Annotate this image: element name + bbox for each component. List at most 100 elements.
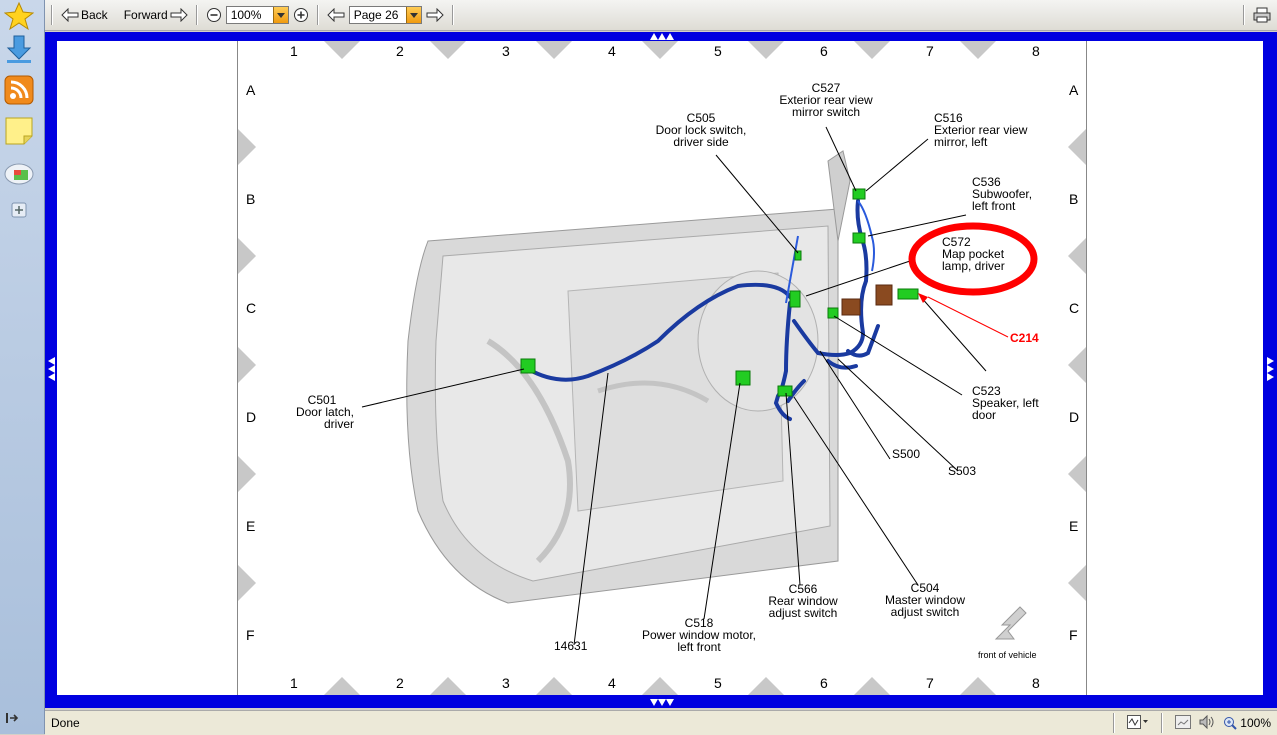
callout-c523: C523 Speaker, left door [972,385,1039,421]
callout-id: C505 [686,111,716,125]
callout-14631: 14631 [554,639,588,653]
callout-id: C527 [811,81,841,95]
zoom-out-button[interactable] [202,7,226,23]
callout-desc: mirror switch [792,105,860,119]
scroll-up-icon[interactable] [650,33,674,40]
scroll-right-icon[interactable] [1267,357,1274,381]
toolbar: Back Forward 100% Page 26 [45,0,1277,31]
toolbar-separator [195,5,198,25]
status-bar: Done 100% [45,710,1277,735]
download-icon[interactable] [3,33,35,65]
zoom-select[interactable]: 100% [225,6,289,24]
callout-id: C536 [972,175,1001,189]
wiring-diagram-sheet: 1 2 3 4 5 6 7 8 1 2 3 4 5 6 7 8 A B C D … [237,41,1087,695]
callout-desc: adjust switch [768,606,838,620]
grid-col-label: 3 [502,43,510,59]
sidebar [0,0,45,734]
grid-col-label: 2 [396,43,404,59]
chevron-down-icon[interactable] [405,7,421,23]
grid-col-label: 5 [714,43,722,59]
magnifier-icon [1224,717,1238,730]
grid-row-label: C [1069,300,1080,316]
forward-button[interactable]: Forward [120,8,192,22]
callout-desc: door [972,408,997,422]
callout-id: C518 [684,616,714,630]
callout-id: C566 [788,582,818,596]
callout-c501: C501 Door latch, driver [290,394,354,430]
print-button[interactable] [1249,7,1277,23]
callout-desc: Power window motor, [641,628,757,642]
grid-row-label: C [246,300,257,316]
callout-c516: C516 Exterior rear view mirror, left [934,112,1027,148]
grid-col-label: 1 [290,43,298,59]
zoom-in-icon [293,8,308,22]
callout-c518: C518 Power window motor, left front [634,617,764,653]
zoom-status-value: 100% [1240,716,1271,730]
grid-col-label: 8 [1032,675,1040,691]
callout-desc: Speaker, left [972,396,1039,410]
callout-desc: Door latch, [295,405,354,419]
toolbar-separator [451,5,454,25]
callout-desc: Master window [884,593,966,607]
grid-row-label: A [1069,82,1079,98]
callout-c527: C527 Exterior rear view mirror switch [766,82,886,118]
cloud-gallery-icon[interactable] [3,157,35,189]
printer-icon [1253,7,1271,23]
grid-col-label: 8 [1032,43,1040,59]
zoom-status[interactable]: 100% [1223,716,1271,730]
favorites-star-icon[interactable] [3,0,35,32]
callout-desc: Subwoofer, [972,187,1033,201]
grid-row-label: E [246,518,256,534]
activity-monitor-icon[interactable] [1127,714,1149,732]
grid-col-label: 3 [502,675,510,691]
status-separator [1113,713,1116,733]
zoom-in-button[interactable] [289,7,313,23]
grid-col-label: 7 [926,43,934,59]
callout-desc: Door lock switch, [655,123,747,137]
grid-col-label: 6 [820,675,828,691]
grid-row-label: B [1069,191,1079,207]
scroll-down-icon[interactable] [650,699,674,706]
grid-col-label: 2 [396,675,404,691]
back-button[interactable]: Back [57,8,112,22]
callout-desc: Exterior rear view [779,93,873,107]
callout-desc: left front [677,640,721,654]
callout-desc: Rear window [768,594,838,608]
grid-col-label: 5 [714,675,722,691]
page-select[interactable]: Page 26 [348,6,422,24]
add-panel-icon[interactable] [9,200,29,220]
front-of-vehicle-label: front of vehicle [978,650,1037,660]
screenshot-icon[interactable] [1175,714,1192,732]
page-value: Page 26 [353,8,399,22]
callout-desc: left front [972,199,1016,213]
grid-row-label: A [246,82,256,98]
callout-c504: C504 Master window adjust switch [878,582,972,618]
grid-row-label: B [246,191,256,207]
forward-arrow-icon [170,8,188,22]
toolbar-separator [316,5,319,25]
grid-row-label: E [1069,518,1079,534]
status-separator [1161,713,1164,733]
grid-col-label: 1 [290,675,298,691]
volume-icon[interactable] [1199,714,1215,732]
previous-page-button[interactable] [323,8,349,22]
sticky-note-icon[interactable] [3,115,35,147]
callout-desc: Map pocket [942,247,1005,261]
next-page-button[interactable] [422,8,448,22]
callout-id: C523 [972,384,1001,398]
chevron-down-icon[interactable] [272,7,288,23]
callout-desc: driver [323,417,354,431]
callout-s500: S500 [892,447,921,461]
rss-feed-icon[interactable] [3,74,35,106]
callout-c214: C214 [1010,331,1039,345]
scroll-left-icon[interactable] [48,357,55,381]
expand-sidebar-icon[interactable] [2,706,22,730]
document-viewport[interactable]: 1 2 3 4 5 6 7 8 1 2 3 4 5 6 7 8 A B C D … [45,32,1277,708]
toolbar-separator [1243,5,1245,25]
callout-c566: C566 Rear window adjust switch [758,583,848,619]
callout-id: C504 [910,581,940,595]
callout-desc: Exterior rear view [934,123,1028,137]
grid-col-label: 4 [608,43,616,59]
callout-desc: lamp, driver [942,259,1005,273]
forward-label: Forward [123,8,168,22]
